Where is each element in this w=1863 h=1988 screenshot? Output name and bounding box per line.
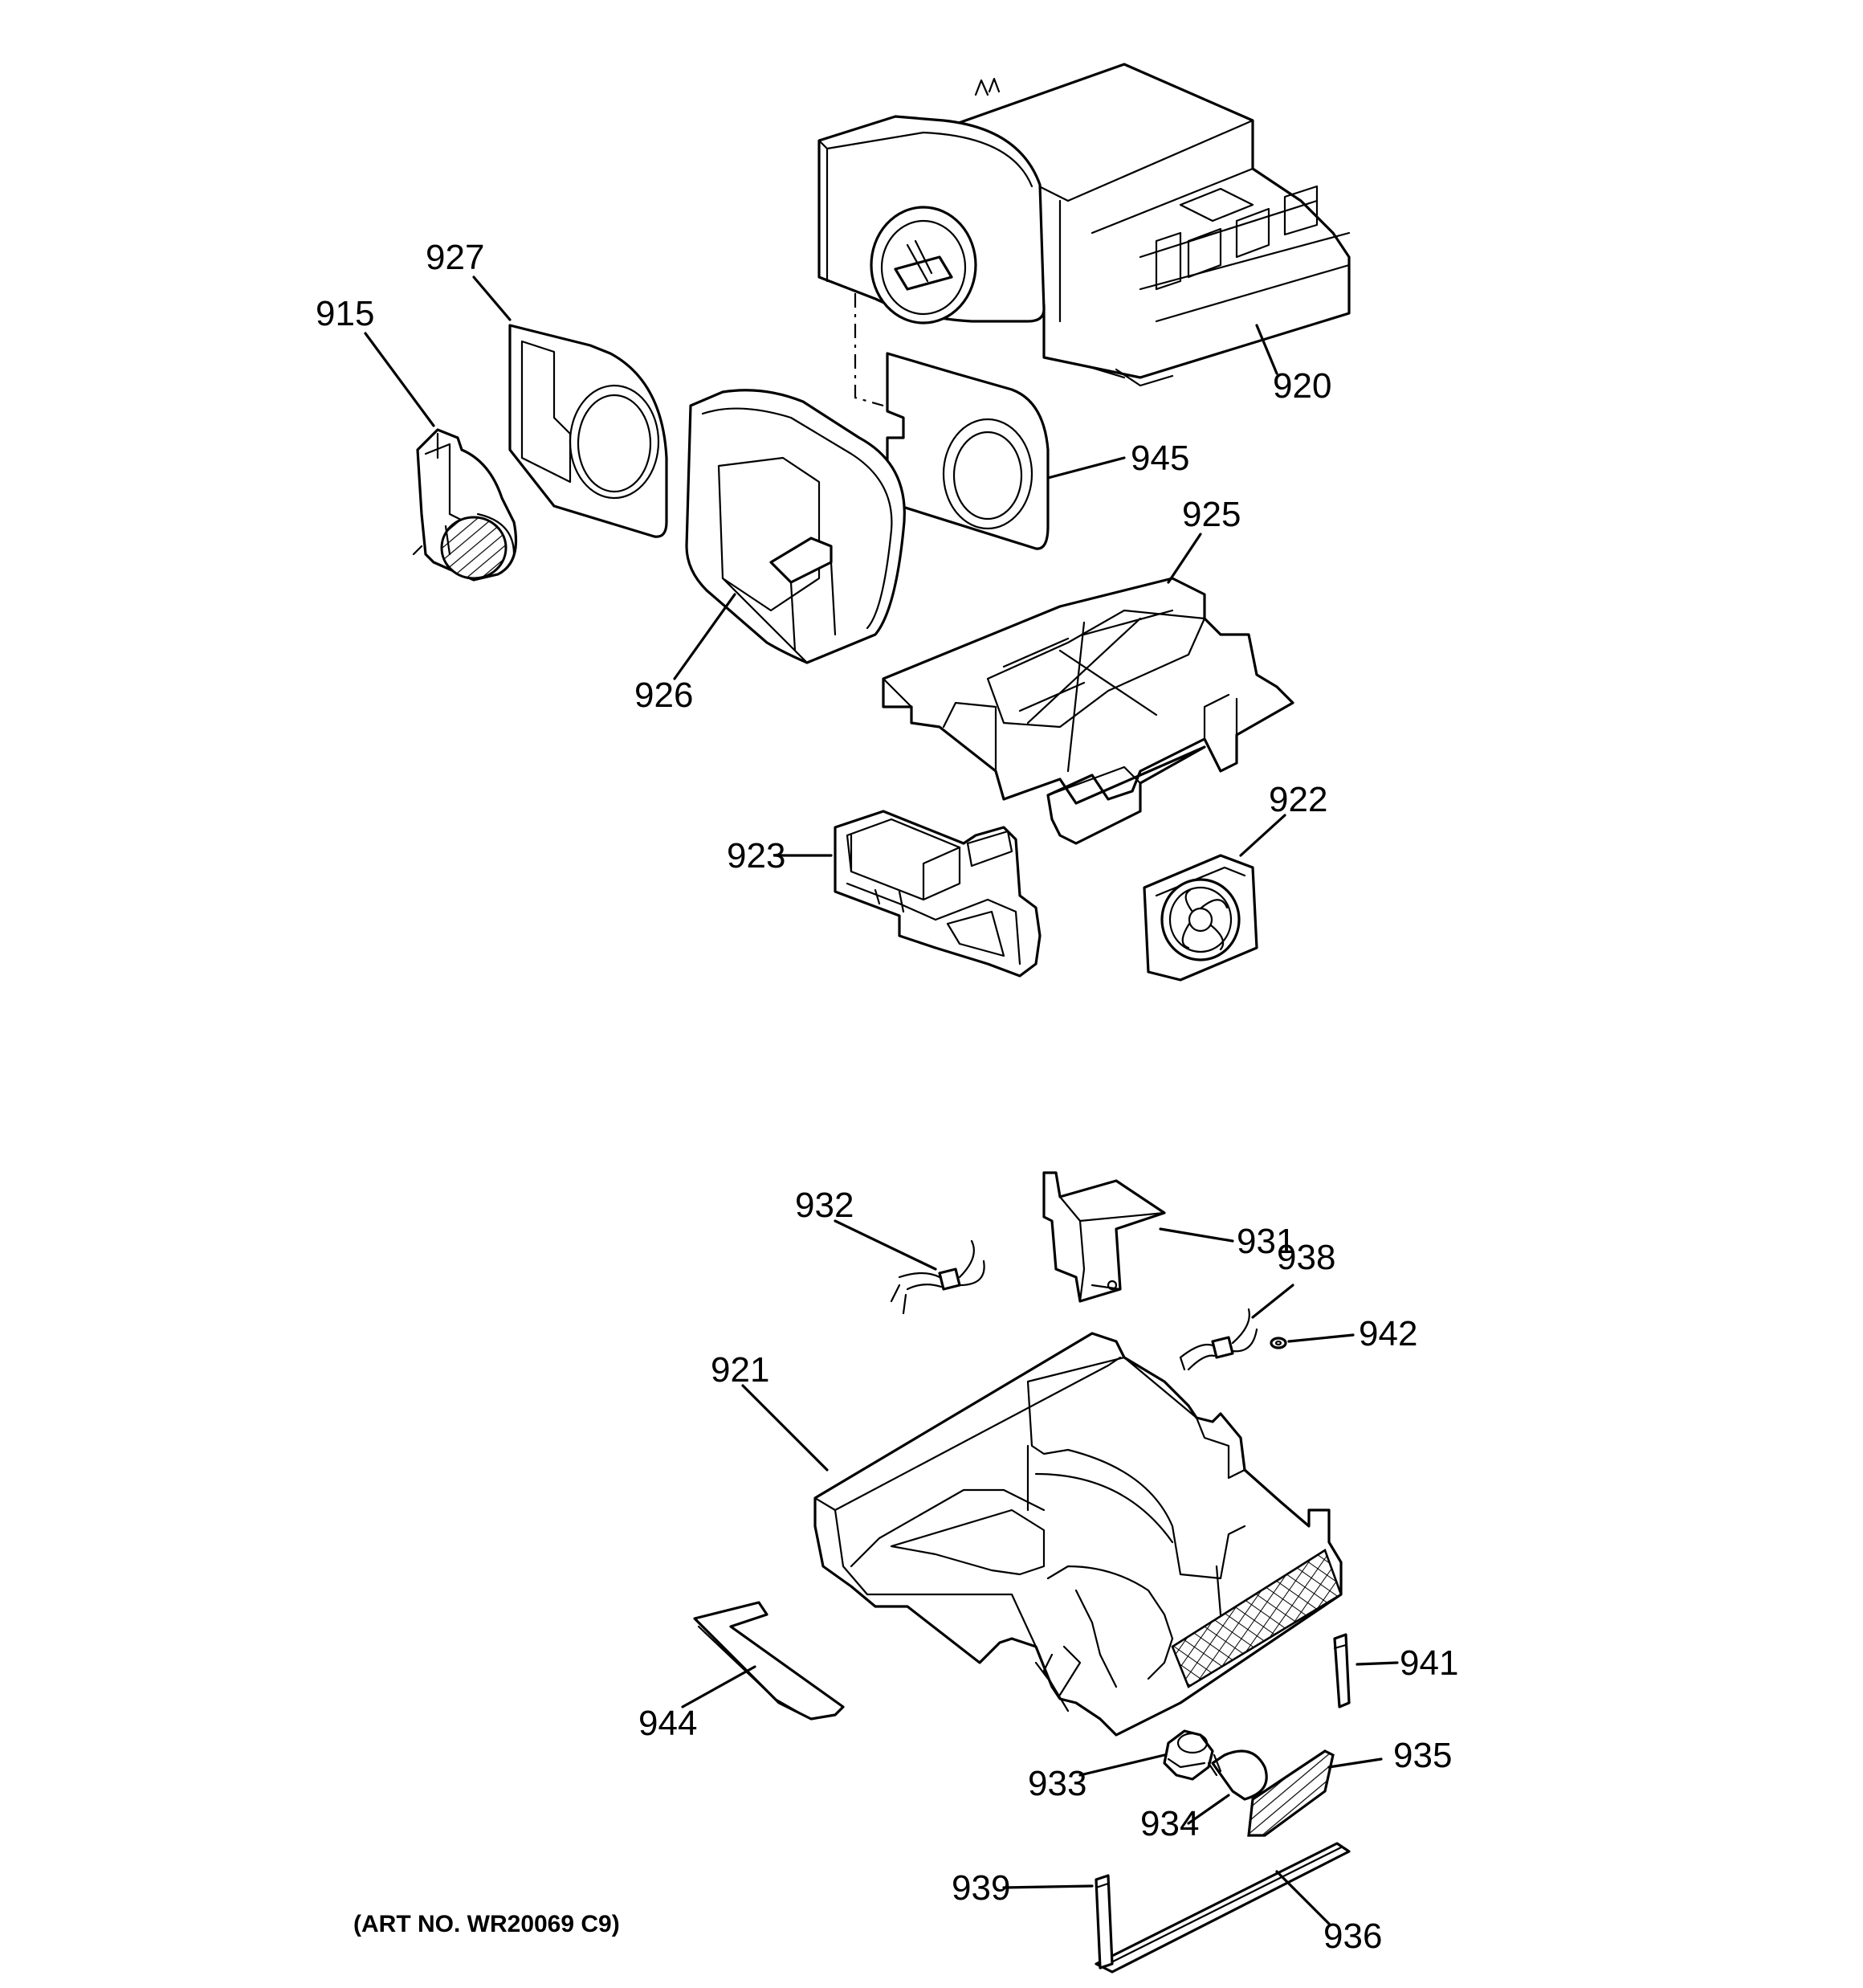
part-938-harness [1179,1308,1258,1371]
callout-935: 935 [1393,1736,1452,1775]
callout-938: 938 [1277,1238,1335,1277]
part-934-bulb [1207,1749,1268,1801]
callout-934: 934 [1140,1804,1199,1843]
part-920-housing [817,63,1351,387]
part-927-seal [508,324,668,538]
part-944-strip [693,1601,845,1721]
part-942-nut [1270,1337,1287,1349]
callout-933: 933 [1028,1764,1086,1803]
callout-926: 926 [634,676,693,715]
callout-932: 932 [795,1186,854,1225]
part-935-lens [1247,1749,1335,1837]
callout-922: 922 [1269,780,1327,819]
callout-925: 925 [1182,495,1241,534]
callout-915: 915 [316,294,374,333]
part-915-damper [412,428,518,582]
part-932-harness [890,1239,985,1315]
part-941-retainer [1333,1633,1351,1708]
callout-927: 927 [426,238,484,277]
part-931-bracket [1042,1171,1166,1303]
part-945-gasket [886,352,1050,550]
part-921-tray [813,1332,1343,1737]
callout-936: 936 [1323,1917,1382,1956]
callout-920: 920 [1273,366,1331,406]
part-936-trim [1095,1842,1351,1974]
part-933-socket [1163,1729,1214,1781]
callout-945: 945 [1131,439,1189,478]
part-926-duct [685,389,906,664]
art-number: (ART NO. WR20069 C9) [353,1911,620,1937]
callout-939: 939 [952,1868,1010,1908]
callout-944: 944 [638,1704,697,1743]
part-923-control [834,810,1042,978]
callout-923: 923 [727,836,785,876]
part-922-fan [1143,854,1258,982]
part-925-frame [882,577,1294,845]
alignment-line [854,293,884,407]
callout-931: 931 [1237,1222,1295,1261]
part-939-retainer [1095,1874,1114,1970]
callout-labels: 920 927 915 945 925 926 923 922 932 931 … [316,238,1458,1956]
callout-941: 941 [1400,1643,1458,1683]
callout-921: 921 [711,1350,769,1390]
callout-942: 942 [1359,1314,1417,1353]
leader-lines [364,276,1399,1925]
